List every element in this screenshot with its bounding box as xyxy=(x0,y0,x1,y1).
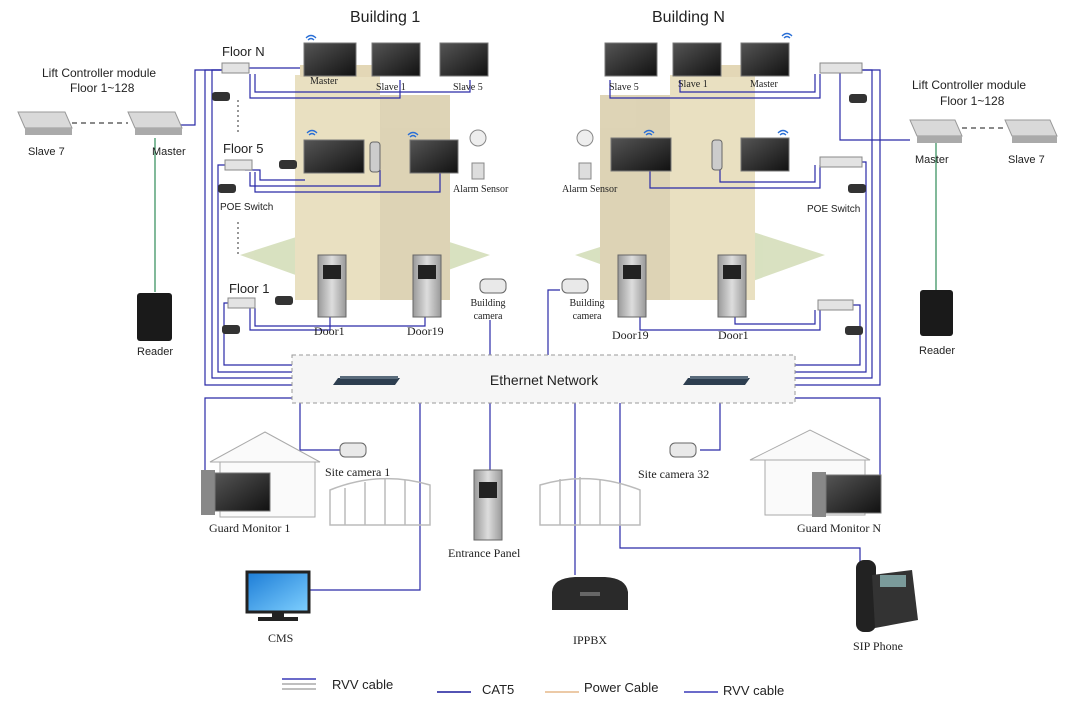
monitor-master-bn-label: Master xyxy=(750,79,778,90)
poe-switch-right-label: POE Switch xyxy=(807,204,861,215)
floor-1-label: Floor 1 xyxy=(229,281,270,296)
alarm-sensor-b1-label: Alarm Sensor xyxy=(453,184,509,195)
monitor-slave1-b1-label: Slave 1 xyxy=(376,82,406,93)
floor-n-label: Floor N xyxy=(222,44,265,59)
doorbell-b1 xyxy=(369,141,381,173)
core-switch-right xyxy=(683,376,750,385)
legend-lines xyxy=(282,678,718,693)
doorbell-bn xyxy=(711,139,723,171)
lift-master-left-label: Master xyxy=(152,146,186,158)
door-stations xyxy=(317,254,747,541)
building-1-illustration xyxy=(240,65,490,300)
guard-house-n xyxy=(749,429,882,517)
door1-bn-label: Door1 xyxy=(718,328,749,342)
door19-bn-label: Door19 xyxy=(612,328,649,342)
lift-slave-7-right xyxy=(1004,119,1058,143)
sip-phone-device xyxy=(856,560,918,632)
lift-controller-title-left: Lift Controller module xyxy=(42,66,157,80)
lift-links xyxy=(72,122,1005,292)
poe-switch-left-label: POE Switch xyxy=(220,202,274,213)
lift-controller-floors-right: Floor 1~128 xyxy=(940,94,1005,108)
lift-master-right-label: Master xyxy=(915,154,949,166)
legend-cat5: CAT5 xyxy=(482,682,515,697)
lift-slave-7-right-label: Slave 7 xyxy=(1008,154,1045,166)
monitor-master-b1-label: Master xyxy=(310,76,338,87)
poe-switches xyxy=(221,62,863,311)
lift-controller-floors-left: Floor 1~128 xyxy=(70,81,135,95)
legend-rvv-cable-1: RVV cable xyxy=(332,677,394,692)
legend-rvv-cable-2: RVV cable xyxy=(723,683,785,698)
entrance-panel-label: Entrance Panel xyxy=(448,546,521,560)
door19-b1-label: Door19 xyxy=(407,324,444,338)
building-camera-bn-line2: camera xyxy=(572,311,602,322)
monitor-slave5-bn-label: Slave 5 xyxy=(609,82,639,93)
building-camera-bn-line1: Building xyxy=(569,298,605,309)
cms-monitor xyxy=(245,570,311,621)
alarm-sensor-bn-label: Alarm Sensor xyxy=(562,184,618,195)
gates xyxy=(329,477,641,526)
site-camera-32-label: Site camera 32 xyxy=(638,467,710,481)
floor-5-label: Floor 5 xyxy=(223,141,264,156)
lift-controller-title-right: Lift Controller module xyxy=(912,78,1027,92)
building-n-title: Building N xyxy=(652,9,725,26)
guard-house-1 xyxy=(201,431,321,518)
lift-slave-7-left xyxy=(17,111,73,135)
reader-right-label: Reader xyxy=(919,345,956,357)
ippbx-device xyxy=(552,577,628,610)
monitor-slave1-bn-label: Slave 1 xyxy=(678,79,708,90)
building-camera-b1-line2: camera xyxy=(473,311,503,322)
wifi-marks xyxy=(305,32,793,138)
sip-phone-label: SIP Phone xyxy=(853,639,903,653)
lift-master-right xyxy=(909,119,963,143)
guard-monitor-1-label: Guard Monitor 1 xyxy=(209,521,291,535)
reader-left-label: Reader xyxy=(137,346,174,358)
core-switch-left xyxy=(333,376,400,385)
ethernet-network-label: Ethernet Network xyxy=(489,372,599,388)
alarm-sensor-bn xyxy=(576,129,594,180)
cms-label: CMS xyxy=(268,631,294,645)
handsets xyxy=(212,92,867,335)
building-1-title: Building 1 xyxy=(350,9,421,26)
site-camera-1-label: Site camera 1 xyxy=(325,465,391,479)
lift-master-left xyxy=(127,111,183,135)
legend-power-cable: Power Cable xyxy=(584,680,659,695)
guard-monitor-n-label: Guard Monitor N xyxy=(797,521,881,535)
lift-slave-7-left-label: Slave 7 xyxy=(28,146,65,158)
alarm-sensor-b1 xyxy=(469,129,487,180)
indoor-monitors xyxy=(303,42,790,174)
door1-b1-label: Door1 xyxy=(314,324,345,338)
door-station-screens xyxy=(323,265,741,498)
reader-left xyxy=(137,293,172,341)
monitor-slave5-b1-label: Slave 5 xyxy=(453,82,483,93)
reader-right xyxy=(920,290,953,336)
building-camera-b1-line1: Building xyxy=(470,298,506,309)
ippbx-label: IPPBX xyxy=(573,633,608,647)
cameras xyxy=(339,278,697,458)
